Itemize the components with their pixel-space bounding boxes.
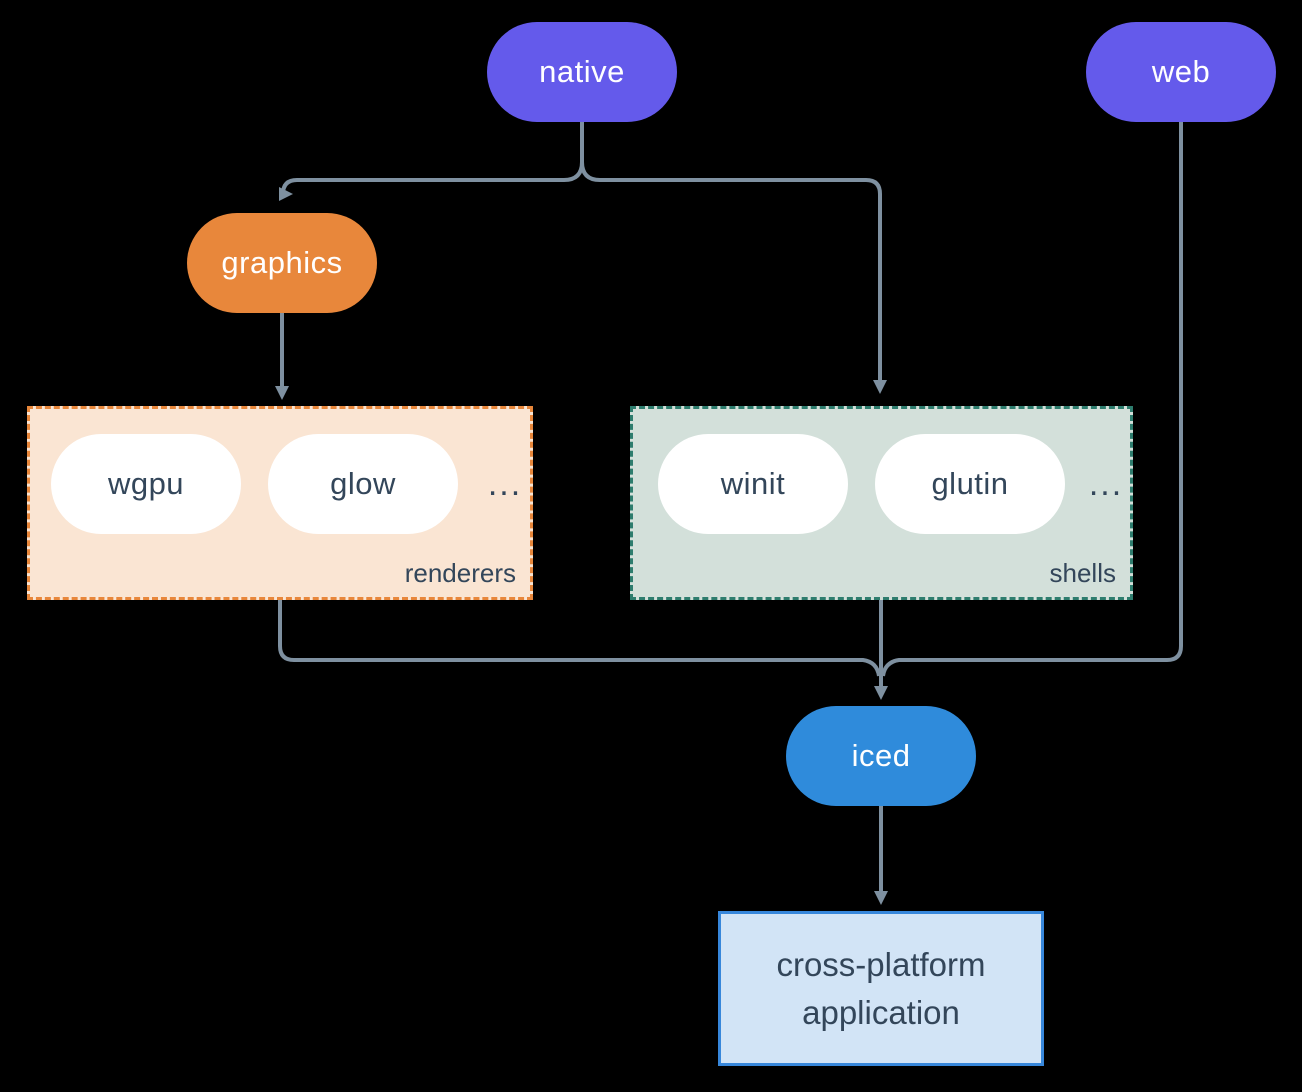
node-glutin-label: glutin	[931, 466, 1009, 501]
edge-web-to-merge	[881, 122, 1183, 677]
app-label-line2: application	[802, 993, 960, 1031]
renderers-ellipsis: ...	[487, 464, 523, 503]
node-native-label: native	[539, 54, 625, 89]
group-renderers: wgpu glow ... renderers	[27, 406, 533, 600]
group-shells: winit glutin ... shells	[630, 406, 1133, 600]
node-iced: iced	[786, 706, 976, 806]
node-glow: glow	[268, 434, 458, 534]
node-graphics: graphics	[187, 213, 377, 313]
node-wgpu: wgpu	[51, 434, 241, 534]
node-winit-label: winit	[720, 466, 786, 501]
node-glutin: glutin	[875, 434, 1065, 534]
node-cross-platform-application: cross-platform application	[718, 911, 1044, 1066]
node-glow-label: glow	[330, 466, 396, 501]
edge-native-to-graphics	[276, 161, 584, 204]
edge-renderers-to-merge	[278, 600, 881, 677]
edge-native-to-shells	[580, 161, 887, 394]
group-renderers-label: renderers	[404, 558, 516, 588]
node-wgpu-label: wgpu	[107, 466, 185, 501]
node-web: web	[1086, 22, 1276, 122]
node-graphics-label: graphics	[221, 245, 343, 280]
node-iced-label: iced	[851, 738, 911, 773]
shells-ellipsis: ...	[1088, 464, 1124, 503]
node-web-label: web	[1151, 54, 1211, 89]
group-shells-label: shells	[1049, 558, 1116, 588]
node-winit: winit	[658, 434, 848, 534]
app-label-line1: cross-platform	[776, 945, 986, 983]
node-native: native	[487, 22, 677, 122]
